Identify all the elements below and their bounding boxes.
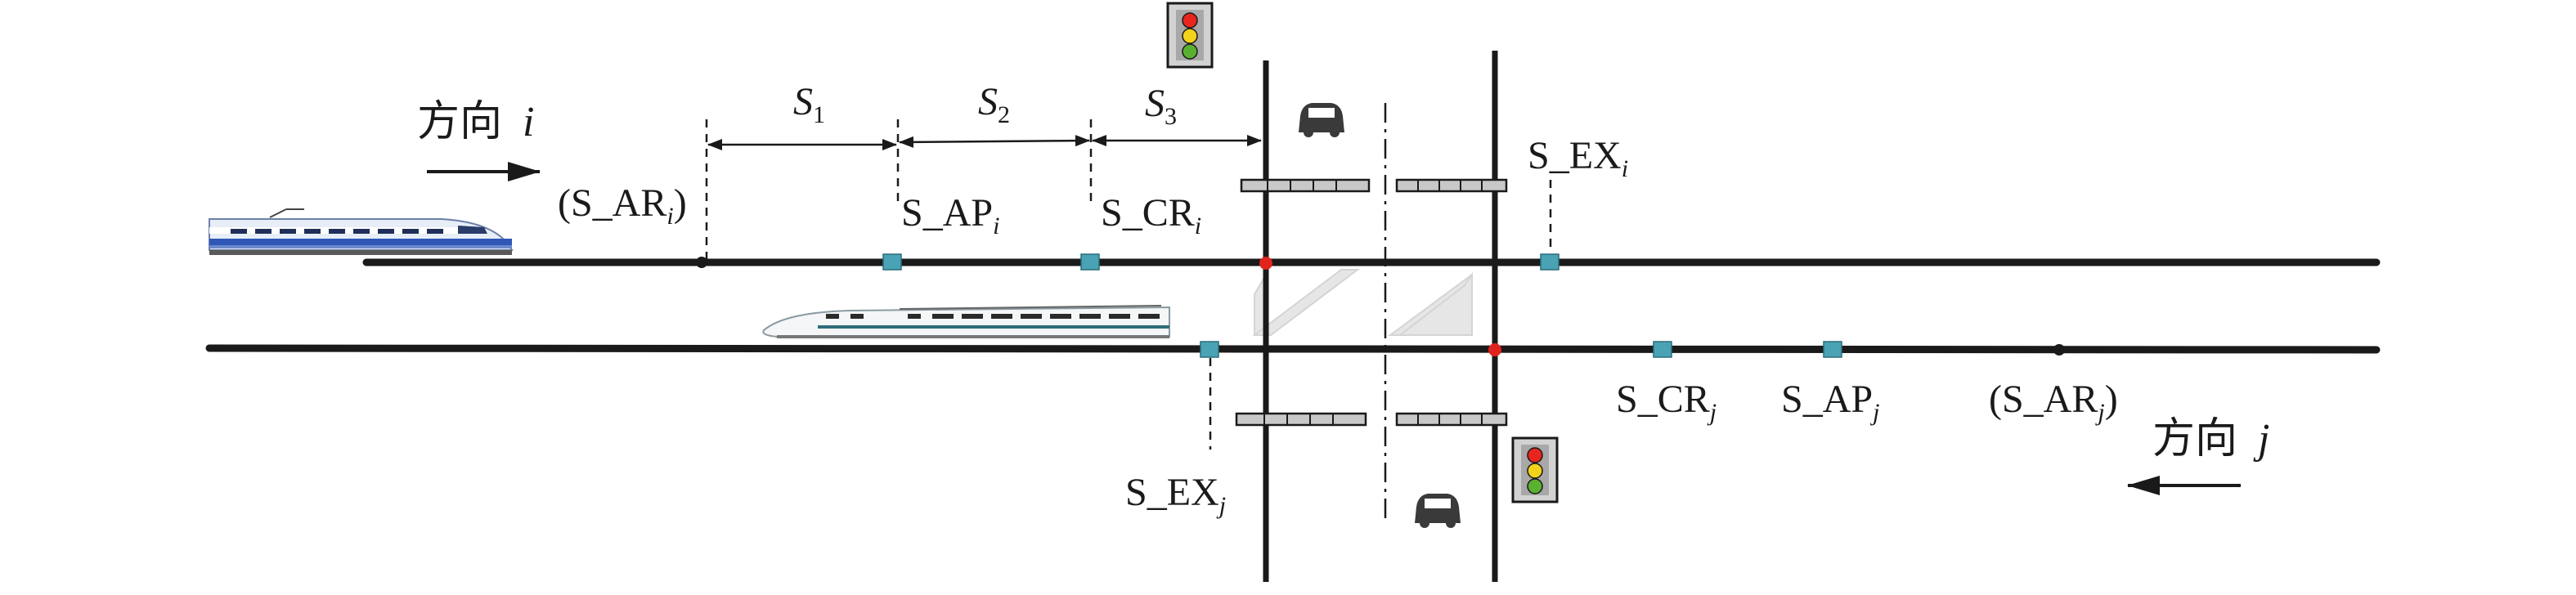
gate-barrier-bottom-left [1235,412,1367,427]
segment-s2-arrow [899,135,1090,148]
ex-j-sensor [1200,341,1219,358]
cr-i-sensor [1080,253,1100,271]
cr-j-sensor [1653,341,1672,358]
ar-i-label: (S_ARi) [558,181,687,230]
ap-i-sensor [882,253,902,271]
svg-text:方向 j: 方向 j [2152,416,2269,463]
direction-j-label: 方向 j [2152,416,2269,463]
car-icon [1299,103,1344,137]
cr-j-label: S_CRj [1616,378,1717,426]
traffic-light-icon [1511,436,1559,503]
ap-j-sensor [1823,341,1842,358]
svg-text:方向 i: 方向 i [417,99,534,145]
segment-s3-label: S3 [1145,82,1177,130]
gate-barrier-top-right [1395,178,1508,193]
ar-j-sensor [2053,344,2065,356]
direction-i-label: 方向 i [417,99,534,145]
car-icon [1415,494,1461,528]
ex-i-label: S_EXi [1528,134,1628,182]
ar-i-sensor [696,257,707,268]
track-j [205,344,2381,354]
train-j-icon [762,305,1170,338]
ar-j-label: (S_ARj) [1989,378,2118,426]
gate-barrier-top-left [1240,178,1371,193]
road-markings [1252,269,1473,336]
ap-i-label: S_APi [901,191,999,239]
traffic-light-icon [1166,2,1214,69]
segment-s1-label: S1 [793,80,825,128]
train-i-icon [206,208,515,258]
ex-j-label: S_EXj [1125,471,1226,519]
gate-barrier-bottom-right [1395,412,1508,427]
crossing-point-j [1488,343,1501,356]
ex-i-sensor [1540,253,1560,271]
cr-i-label: S_CRi [1101,191,1201,239]
ap-j-label: S_APj [1781,378,1879,426]
segment-s2-label: S2 [978,80,1010,128]
crossing-point-i [1259,257,1272,270]
